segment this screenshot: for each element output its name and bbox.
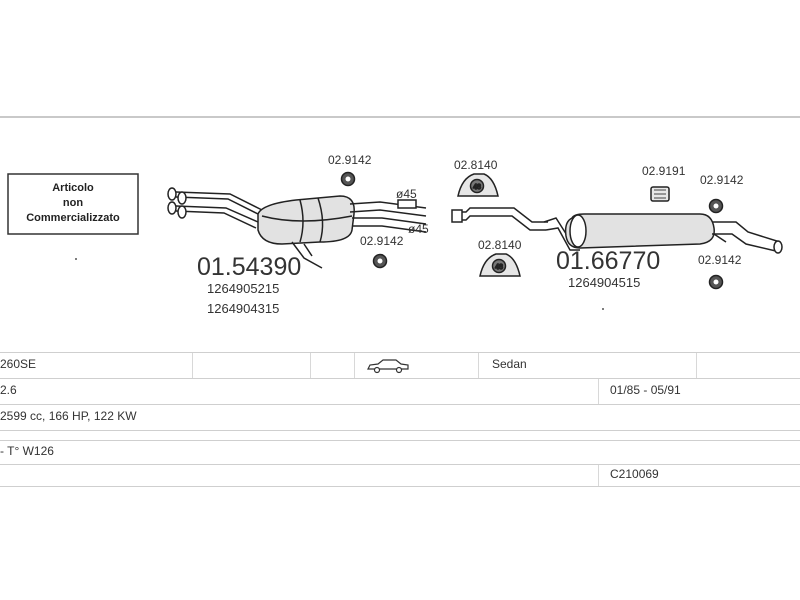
not-available-box: Articolo non Commercializzato [7,173,139,235]
front-section-code: 01.54390 [197,253,301,281]
clamp-code-label: 02.9142 [698,253,742,267]
spec-row-engine: 2.6 01/85 - 05/91 [0,378,800,405]
hanger-marking: 48 [495,264,503,271]
bottom-rule [0,486,800,487]
front-oem-number: 1264904315 [207,301,279,316]
production-period-cell: 01/85 - 05/91 [610,383,681,397]
clamp-icon [708,198,724,214]
not-available-line-1: Articolo [52,182,94,194]
spec-row-specs: 2599 cc, 166 HP, 122 KW [0,404,800,431]
not-available-line-2: non [63,197,83,209]
mount-code-label: 02.9191 [642,164,686,178]
spec-row-spacer [0,430,800,441]
hanger-icon: 48 [479,253,521,277]
not-available-line-3: Commercializzato [26,212,120,224]
front-oem-number: 1264905215 [207,281,279,296]
spec-row-model: 260SE Sedan [0,352,800,379]
clamp-icon [372,253,388,269]
exhaust-diagram: Articolo non Commercializzato [7,153,783,316]
hanger-icon: 48 [457,173,499,197]
hanger-code-label: 02.8140 [454,158,498,172]
spec-row-reference: C210069 [0,464,800,487]
clamp-code-label: 02.9142 [360,234,404,248]
front-section-drawing [167,187,427,269]
hanger-code-label: 02.8140 [478,238,522,252]
rubber-mount-icon [650,186,670,202]
body-type-cell: Sedan [492,357,527,371]
spec-row-series: - T° W126 [0,440,800,465]
rear-oem-number: 1264904515 [568,275,640,290]
specs-cell: 2599 cc, 166 HP, 122 KW [0,409,137,423]
speck [602,308,604,310]
reference-cell: C210069 [610,467,659,481]
diameter-label: ø45 [396,187,417,201]
speck [75,258,77,260]
engine-cell: 2.6 [0,383,17,397]
top-rule [0,116,800,118]
rear-section-drawing [451,207,783,254]
clamp-icon [708,274,724,290]
diameter-label: ø45 [408,222,429,236]
hanger-marking: 48 [473,184,481,191]
rear-section-code: 01.66770 [556,247,660,275]
model-cell: 260SE [0,357,37,371]
series-cell: - T° W126 [0,444,54,458]
clamp-code-label: 02.9142 [700,173,744,187]
clamp-icon [340,171,356,187]
clamp-code-label: 02.9142 [328,153,372,167]
sedan-car-icon [366,353,410,379]
